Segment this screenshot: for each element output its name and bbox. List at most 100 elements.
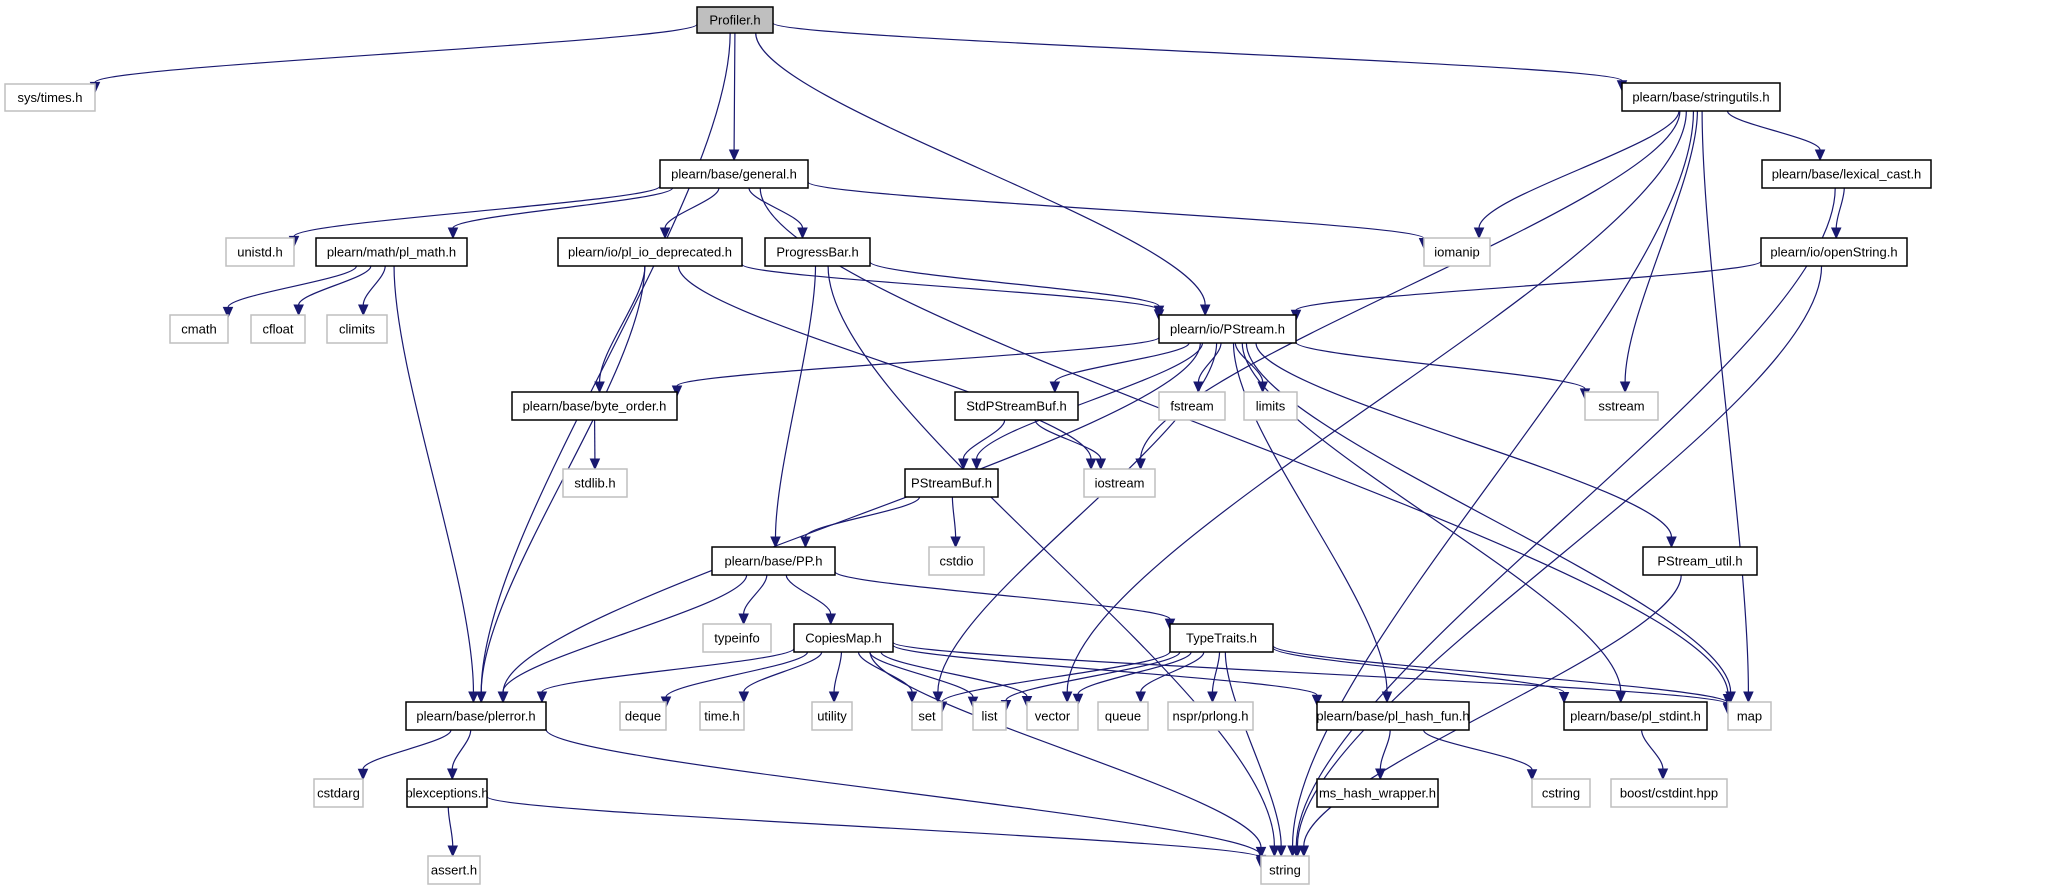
node-label: assert.h (431, 863, 477, 878)
arrowhead-icon (293, 304, 304, 317)
edge-line (1066, 110, 1687, 693)
arrowhead-icon (1657, 768, 1669, 781)
node-iomanip[interactable]: iomanip (1423, 237, 1491, 267)
arrowhead-icon (1269, 845, 1280, 858)
node-map[interactable]: map (1727, 701, 1772, 731)
node-label: iomanip (1434, 245, 1480, 260)
node-cstdarg[interactable]: cstdarg (313, 778, 364, 808)
node-general[interactable]: plearn/base/general.h (659, 159, 809, 189)
node-sstream[interactable]: sstream (1584, 391, 1659, 421)
edge-line (1234, 342, 1264, 383)
arrowhead-icon (1207, 691, 1218, 704)
node-label: unistd.h (237, 245, 283, 260)
node-byte-order[interactable]: plearn/base/byte_order.h (511, 391, 678, 421)
node-box (711, 546, 836, 576)
node-box (1243, 391, 1298, 421)
node-lexical-cast[interactable]: plearn/base/lexical_cast.h (1761, 159, 1932, 189)
node-box (1169, 623, 1274, 653)
arrowhead-icon (222, 306, 234, 319)
arrowhead-icon (738, 613, 749, 626)
edge-progressbar-to-pp (770, 265, 817, 549)
edge-line (1224, 651, 1282, 847)
node-cmath[interactable]: cmath (169, 314, 229, 344)
node-vector[interactable]: vector (1026, 701, 1079, 731)
edge-line (1640, 729, 1664, 770)
edge-line (677, 265, 1092, 460)
node-box (1260, 855, 1310, 885)
edge-general-to-iomanip (807, 181, 1430, 250)
node-stdlib[interactable]: stdlib.h (562, 468, 628, 498)
node-sys-times[interactable]: sys/times.h (4, 83, 96, 112)
node-pl-hash-fun[interactable]: plearn/base/pl_hash_fun.h (1316, 701, 1470, 731)
node-typeinfo[interactable]: typeinfo (702, 623, 772, 653)
edge-line (545, 729, 1262, 856)
node-profiler[interactable]: Profiler.h (696, 6, 774, 34)
node-iostream[interactable]: iostream (1083, 468, 1156, 498)
arrowhead-icon (357, 304, 369, 317)
node-box (972, 701, 1007, 731)
node-cfloat[interactable]: cfloat (250, 314, 306, 344)
node-label: nspr/prlong.h (1173, 709, 1249, 724)
node-box (911, 701, 943, 731)
node-prlong[interactable]: nspr/prlong.h (1167, 701, 1254, 731)
node-box (1621, 82, 1781, 112)
edge-typetraits-to-queue (1135, 651, 1205, 704)
node-copiesmap[interactable]: CopiesMap.h (793, 623, 894, 653)
node-box (954, 391, 1079, 421)
node-stringutils[interactable]: plearn/base/stringutils.h (1621, 82, 1781, 112)
node-set[interactable]: set (911, 701, 943, 731)
node-list[interactable]: list (972, 701, 1007, 731)
arrowhead-icon (1526, 769, 1538, 781)
node-time-h[interactable]: time.h (699, 701, 745, 731)
edge-plexceptions-to-string (486, 796, 1267, 870)
node-climits[interactable]: climits (326, 314, 388, 344)
edge-pstreambuf-to-cstdio (950, 496, 961, 549)
edge-line (541, 647, 795, 693)
node-label: vector (1035, 709, 1071, 724)
edge-line (1379, 729, 1391, 770)
node-pl-stdint[interactable]: plearn/base/pl_stdint.h (1563, 701, 1708, 731)
node-pstream-util[interactable]: PStream_util.h (1642, 546, 1758, 576)
edge-stringutils-to-sstream (1619, 110, 1698, 394)
edge-copiesmap-to-pl-hash-fun (892, 644, 1323, 707)
edge-line (1054, 342, 1190, 383)
node-pl-math[interactable]: plearn/math/pl_math.h (315, 237, 468, 267)
node-plerror[interactable]: plearn/base/plerror.h (405, 701, 547, 731)
arrowhead-icon (497, 691, 509, 704)
node-box (811, 701, 853, 731)
node-box (225, 237, 295, 267)
node-plexceptions[interactable]: plexceptions.h (405, 778, 489, 808)
node-unistd[interactable]: unistd.h (225, 237, 295, 267)
node-pp[interactable]: plearn/base/PP.h (711, 546, 836, 576)
node-pl-io-deprecated[interactable]: plearn/io/pl_io_deprecated.h (557, 237, 743, 267)
node-assert[interactable]: assert.h (427, 855, 481, 885)
edge-line (869, 261, 1160, 307)
edge-profiler-to-pstream (755, 32, 1211, 317)
arrowhead-icon (447, 227, 459, 240)
node-ms-hash-wrapper[interactable]: ms_hash_wrapper.h (1316, 778, 1439, 808)
node-utility[interactable]: utility (811, 701, 853, 731)
node-limits[interactable]: limits (1243, 391, 1298, 421)
edge-profiler-to-stringutils (772, 22, 1628, 92)
node-box (1097, 701, 1149, 731)
node-progressbar[interactable]: ProgressBar.h (764, 237, 871, 267)
node-cstdio[interactable]: cstdio (928, 546, 985, 576)
edge-pl-math-to-plerror (393, 265, 479, 704)
node-deque[interactable]: deque (619, 701, 667, 731)
node-cstring[interactable]: cstring (1531, 778, 1591, 808)
node-string[interactable]: string (1260, 855, 1310, 885)
node-pstreambuf[interactable]: PStreamBuf.h (904, 468, 999, 498)
node-typetraits[interactable]: TypeTraits.h (1169, 623, 1274, 653)
node-boost-cstdint[interactable]: boost/cstdint.hpp (1610, 778, 1728, 808)
node-pstream[interactable]: plearn/io/PStream.h (1158, 314, 1297, 344)
node-label: deque (625, 709, 661, 724)
node-fstream[interactable]: fstream (1158, 391, 1226, 421)
node-stdpstreambuf[interactable]: StdPStreamBuf.h (954, 391, 1079, 421)
edge-pl-stdint-to-boost-cstdint (1640, 729, 1669, 781)
arrowhead-icon (1275, 845, 1287, 858)
node-label: plearn/io/openString.h (1770, 245, 1897, 260)
node-queue[interactable]: queue (1097, 701, 1149, 731)
node-openstring[interactable]: plearn/io/openString.h (1760, 237, 1908, 267)
node-label: plearn/base/plerror.h (416, 709, 535, 724)
